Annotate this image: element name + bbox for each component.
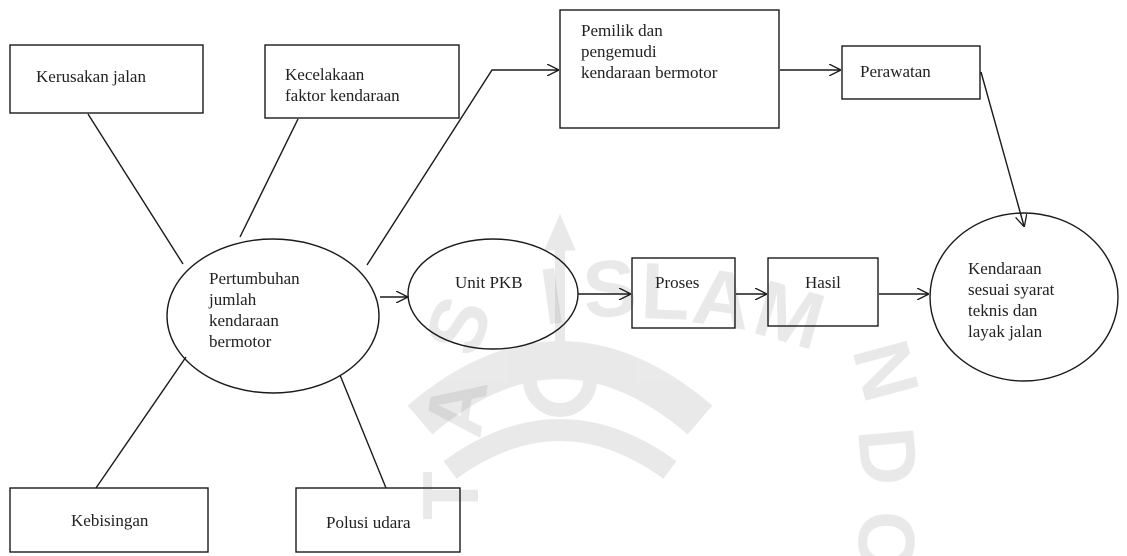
svg-text:O: O bbox=[841, 509, 932, 556]
label-polusi-udara: Polusi udara bbox=[326, 513, 411, 532]
box-perawatan bbox=[841, 45, 981, 100]
box-kebisingan bbox=[9, 487, 209, 553]
box-polusi-udara bbox=[295, 487, 461, 553]
label-line: sesuai syarat bbox=[968, 280, 1055, 299]
label-kecelakaan-faktor-kendaraan: Kecelakaan faktor kendaraan bbox=[285, 64, 400, 106]
box-kecelakaan bbox=[264, 44, 460, 119]
label-kendaraan-sesuai: Kendaraan sesuai syarat teknis dan layak… bbox=[968, 258, 1054, 342]
label-line: Pertumbuhan bbox=[209, 269, 300, 288]
label-line: pengemudi bbox=[581, 42, 657, 61]
arrow-perawatan-to-kendaraan bbox=[980, 71, 1024, 226]
svg-text:D: D bbox=[841, 424, 935, 489]
svg-text:A: A bbox=[409, 373, 505, 443]
label-line: teknis dan bbox=[968, 301, 1038, 320]
label-unit-pkb: Unit PKB bbox=[455, 273, 523, 292]
label-line: layak jalan bbox=[968, 322, 1043, 341]
svg-text:N: N bbox=[836, 331, 937, 410]
line-kerusakan-to-pertumbuhan bbox=[87, 113, 184, 265]
arrow-pertumbuhan-to-pemilik bbox=[366, 70, 558, 266]
line-kecelakaan-to-pertumbuhan bbox=[239, 118, 299, 238]
label-line: kendaraan bbox=[209, 311, 279, 330]
box-proses bbox=[631, 257, 736, 329]
label-line: Pemilik dan bbox=[581, 21, 663, 40]
label-line: Kendaraan bbox=[968, 259, 1042, 278]
svg-text:T: T bbox=[406, 471, 495, 520]
svg-text:A: A bbox=[688, 251, 758, 347]
ellipse-pertumbuhan bbox=[166, 238, 380, 394]
label-line: jumlah bbox=[209, 290, 257, 309]
box-pemilik-pengemudi bbox=[559, 9, 780, 129]
watermark-seal-logo bbox=[407, 213, 713, 479]
line-kebisingan-to-pertumbuhan bbox=[95, 356, 187, 489]
label-kebisingan: Kebisingan bbox=[71, 511, 149, 530]
line-polusi-to-pertumbuhan bbox=[339, 374, 387, 489]
label-line: kendaraan bermotor bbox=[581, 63, 718, 82]
label-pemilik-pengemudi: Pemilik dan pengemudi kendaraan bermotor bbox=[581, 20, 717, 83]
box-hasil bbox=[767, 257, 879, 327]
box-kerusakan-jalan bbox=[9, 44, 204, 114]
label-line: bermotor bbox=[209, 332, 272, 351]
ellipse-kendaraan-sesuai bbox=[929, 212, 1119, 382]
svg-text:S: S bbox=[580, 242, 639, 335]
svg-text:L: L bbox=[639, 246, 691, 337]
label-proses: Proses bbox=[655, 273, 700, 292]
label-pertumbuhan: Pertumbuhan jumlah kendaraan bermotor bbox=[209, 268, 300, 352]
label-kerusakan-jalan: Kerusakan jalan bbox=[36, 67, 146, 86]
label-line: Kecelakaan bbox=[285, 65, 365, 84]
label-perawatan: Perawatan bbox=[860, 62, 931, 81]
label-line: faktor kendaraan bbox=[285, 86, 400, 105]
label-hasil: Hasil bbox=[805, 273, 841, 292]
